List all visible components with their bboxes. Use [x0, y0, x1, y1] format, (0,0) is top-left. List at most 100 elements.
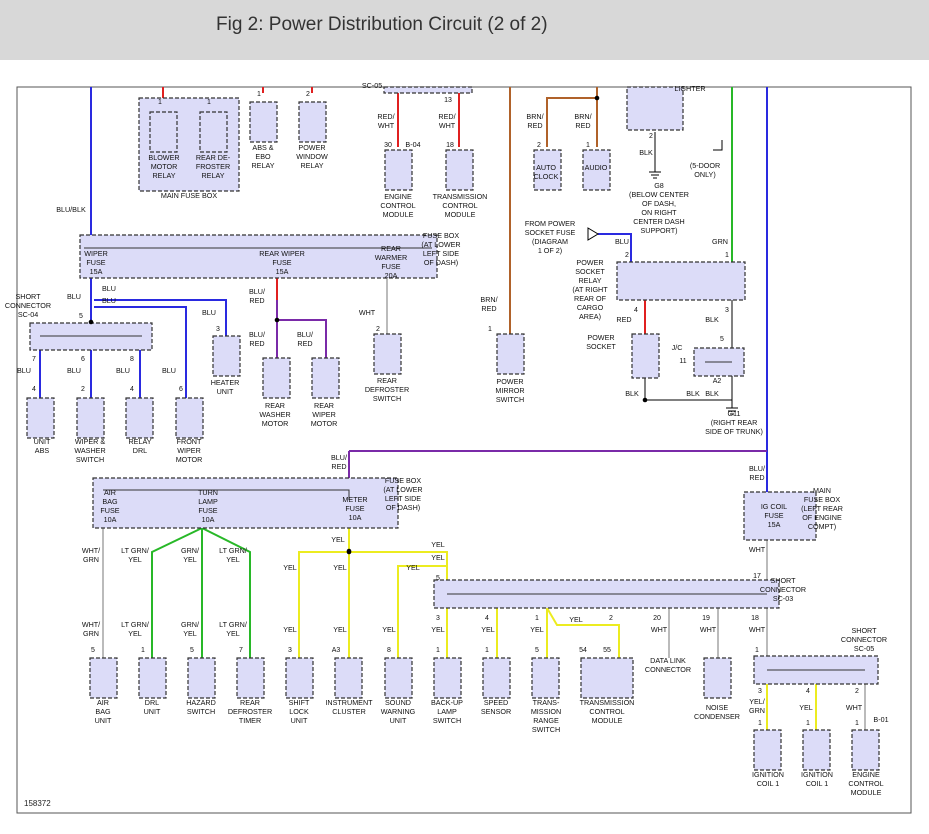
- label-line: MIRROR: [495, 386, 524, 395]
- label-line: WARNING: [381, 707, 416, 716]
- wire-yel-sc03-out: [446, 608, 548, 658]
- label-line: FUSE: [345, 504, 364, 513]
- label-line: CONDENSER: [694, 712, 740, 721]
- pin-number: 1: [485, 647, 489, 654]
- label-line: 15A: [90, 267, 103, 276]
- label-lighter: LIGHTER: [674, 84, 705, 93]
- label-line: IGNITION: [752, 770, 784, 779]
- box-instrument-cluster: [334, 657, 363, 699]
- label-blu-left-3: BLU: [116, 366, 130, 375]
- label-line: CONTROL: [848, 779, 883, 788]
- wire-blu-front: [94, 306, 187, 398]
- label-lt-grn-yel-3: LT GRN/YEL: [121, 620, 149, 638]
- label-line: UNIT: [34, 437, 51, 446]
- label-line: ABS: [35, 446, 50, 455]
- pin-number: 20: [653, 615, 661, 622]
- label-line: MODULE: [851, 788, 882, 797]
- label-yel-backup: YEL: [431, 625, 445, 634]
- label-lt-grn-yel-2: LT GRN/YEL: [219, 546, 247, 564]
- label-line: WHT: [359, 308, 376, 317]
- label-line: BLU: [17, 366, 31, 375]
- label-line: DEFROSTER: [228, 707, 272, 716]
- label-line: FRONT: [177, 437, 202, 446]
- label-line: BLU: [67, 292, 81, 301]
- label-line: YEL: [382, 625, 396, 634]
- label-yel-a: YEL: [431, 540, 445, 549]
- pin-number: 2: [625, 252, 629, 259]
- label-line: GRN: [712, 237, 728, 246]
- pin-number: 8: [130, 356, 134, 363]
- label-line: YEL: [226, 629, 240, 638]
- wires: [39, 87, 866, 730]
- box-fuse-box-mid: [92, 477, 399, 529]
- label-line: YEL: [331, 535, 345, 544]
- pin-number: 2: [306, 91, 310, 98]
- label-line: YEL: [183, 629, 197, 638]
- pin-number: 17: [753, 573, 761, 580]
- pin-number: 1: [855, 720, 859, 727]
- box-ecm-bottom: [851, 729, 880, 771]
- pin-number: 4: [806, 688, 810, 695]
- label-line: YEL: [333, 625, 347, 634]
- label-line: BLU: [102, 296, 116, 305]
- label-audio: AUDIO: [585, 163, 608, 172]
- label-line: FUSE: [381, 262, 400, 271]
- arrow-5door: [713, 140, 723, 151]
- label-yel-range: YEL: [530, 625, 544, 634]
- label-line: WHT: [846, 703, 863, 712]
- box-audio: [582, 149, 611, 191]
- pin-number: 1: [755, 647, 759, 654]
- ground-g8: [649, 171, 661, 179]
- box-back-up-lamp-switch: [433, 657, 462, 699]
- wire-blu-red-meter: [348, 450, 767, 478]
- label-blu-sc04-a: BLU: [67, 292, 81, 301]
- label-line: AIR: [97, 698, 109, 707]
- label-blu-red-ig: BLU/RED: [749, 464, 765, 482]
- label-line: MOTOR: [176, 455, 203, 464]
- label-line: GRN: [83, 629, 99, 638]
- label-line: CLUSTER: [332, 707, 366, 716]
- label-jc: J/C: [672, 343, 683, 352]
- label-line: TRANSMISSION: [580, 698, 635, 707]
- wire-blu-socket: [598, 233, 632, 262]
- label-line: MODULE: [592, 716, 623, 725]
- box-sound-warning-unit: [384, 657, 413, 699]
- label-line: YEL: [283, 625, 297, 634]
- label-line: BLU: [615, 237, 629, 246]
- label-line: BACK-UP: [431, 698, 463, 707]
- label-line: FROSTER: [196, 162, 230, 171]
- pin-number: 11: [679, 358, 686, 365]
- label-line: ONLY): [694, 170, 715, 179]
- label-blk-socket: BLK: [625, 389, 639, 398]
- label-line: SIDE OF TRUNK): [705, 427, 763, 436]
- box-shift-lock-unit: [285, 657, 314, 699]
- label-line: DEFROSTER: [365, 385, 409, 394]
- box-wiper-washer-switch: [76, 397, 105, 439]
- label-line: CONTROL: [380, 201, 415, 210]
- label-blu-heater: BLU: [202, 308, 216, 317]
- box-power-window-relay: [298, 101, 327, 143]
- label-wht-grn-1: WHT/GRN: [82, 546, 100, 564]
- label-line: BLK: [625, 389, 639, 398]
- label-line: RED: [527, 121, 542, 130]
- label-line: DATA LINK: [650, 656, 686, 665]
- label-line: BLU/: [249, 330, 265, 339]
- connector-arrow-a: [587, 227, 599, 241]
- label-line: GRN: [749, 706, 765, 715]
- label-line: OF DASH): [386, 503, 420, 512]
- label-grn-yel-1: GRN/YEL: [181, 546, 199, 564]
- label-line: CARGO: [577, 303, 604, 312]
- label-line: 20A: [385, 271, 398, 280]
- label-blu-sc04-b: BLU: [102, 284, 116, 293]
- pin-number: A2: [713, 378, 722, 385]
- box-sc05-top: [383, 86, 473, 94]
